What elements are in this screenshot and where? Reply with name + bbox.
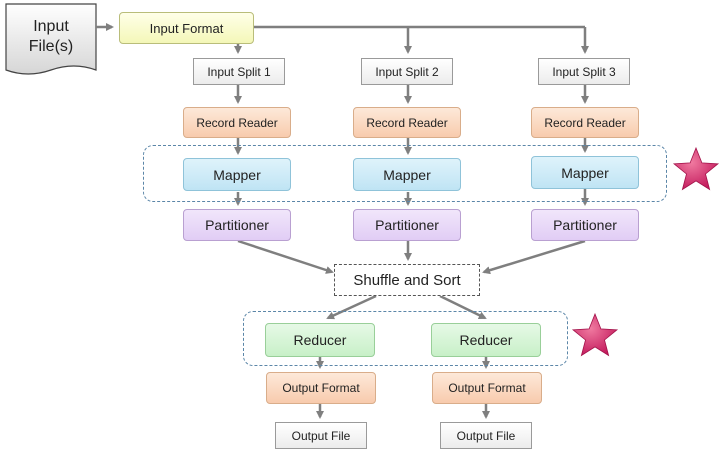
reducer-2-label: Reducer <box>459 332 513 348</box>
mapper-1-label: Mapper <box>213 166 261 183</box>
reducer-1: Reducer <box>265 323 375 357</box>
partitioner-2-label: Partitioner <box>375 217 439 233</box>
input-format-box: Input Format <box>119 12 254 44</box>
partitioner-1-label: Partitioner <box>205 217 269 233</box>
partitioner-3: Partitioner <box>531 209 639 241</box>
reducer-2: Reducer <box>431 323 541 357</box>
input-split-1: Input Split 1 <box>193 58 285 85</box>
record-reader-3: Record Reader <box>531 107 639 138</box>
record-reader-2-label: Record Reader <box>366 115 448 130</box>
partitioner-2: Partitioner <box>353 209 461 241</box>
shuffle-sort-box: Shuffle and Sort <box>334 264 480 296</box>
partitioner-1: Partitioner <box>183 209 291 241</box>
input-split-2-label: Input Split 2 <box>375 64 439 79</box>
output-file-2-label: Output File <box>456 428 516 443</box>
output-file-2: Output File <box>440 422 532 449</box>
star-icon-mapper <box>672 146 720 191</box>
shuffle-sort-label: Shuffle and Sort <box>353 271 461 289</box>
record-reader-3-label: Record Reader <box>544 115 626 130</box>
input-split-1-label: Input Split 1 <box>207 64 271 79</box>
record-reader-1-label: Record Reader <box>196 115 278 130</box>
reducer-group <box>243 311 568 366</box>
mapper-1: Mapper <box>183 158 291 191</box>
input-files-text: Input File(s) <box>28 18 74 55</box>
input-split-2: Input Split 2 <box>361 58 453 85</box>
input-split-3-label: Input Split 3 <box>552 64 616 79</box>
record-reader-1: Record Reader <box>183 107 291 138</box>
input-files-label: Input File(s) <box>9 17 93 57</box>
input-format-label: Input Format <box>149 20 224 36</box>
partitioner-3-label: Partitioner <box>553 217 617 233</box>
mapper-group <box>143 145 667 202</box>
output-format-2: Output Format <box>432 372 542 404</box>
input-split-3: Input Split 3 <box>538 58 630 85</box>
output-format-1-label: Output Format <box>282 381 360 395</box>
mapper-2: Mapper <box>353 158 461 191</box>
reducer-1-label: Reducer <box>293 332 347 348</box>
star-icon-reducer <box>571 312 619 357</box>
mapper-2-label: Mapper <box>383 166 431 183</box>
output-file-1-label: Output File <box>291 428 351 443</box>
output-file-1: Output File <box>275 422 367 449</box>
mapper-3: Mapper <box>531 156 639 189</box>
output-format-1: Output Format <box>266 372 376 404</box>
mapper-3-label: Mapper <box>561 164 609 181</box>
input-file-document <box>5 3 97 75</box>
record-reader-2: Record Reader <box>353 107 461 138</box>
output-format-2-label: Output Format <box>448 381 526 395</box>
